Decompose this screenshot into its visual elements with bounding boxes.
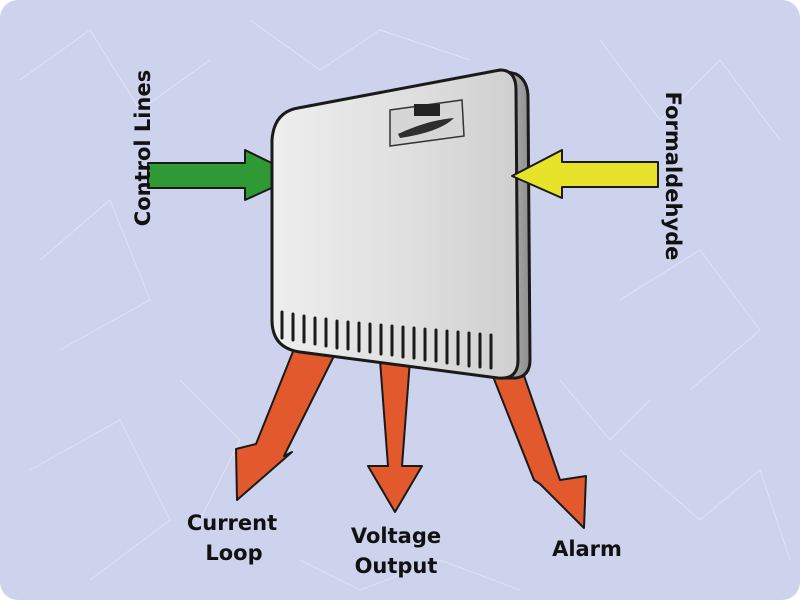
voltage-output-label-line1: Voltage (351, 524, 441, 548)
device-vents (280, 310, 493, 370)
alarm-arrow (491, 363, 587, 529)
device-front-panel (270, 68, 520, 380)
manufacturer-logo-badge (389, 99, 465, 147)
current-loop-label-line2: Loop (205, 541, 262, 565)
formaldehyde-label: Formaldehyde (661, 92, 685, 261)
current-loop-arrow (235, 343, 335, 501)
voltage-output-label-line2: Output (355, 554, 438, 578)
voltage-output-arrow (367, 359, 423, 513)
current-loop-label-line1: Current (187, 511, 277, 535)
background-texture (19, 19, 791, 591)
alarm-label: Alarm (552, 537, 622, 561)
control-lines-label: Control Lines (131, 70, 155, 226)
gas-sensor-device (270, 68, 532, 380)
formaldehyde-arrow (511, 149, 659, 199)
